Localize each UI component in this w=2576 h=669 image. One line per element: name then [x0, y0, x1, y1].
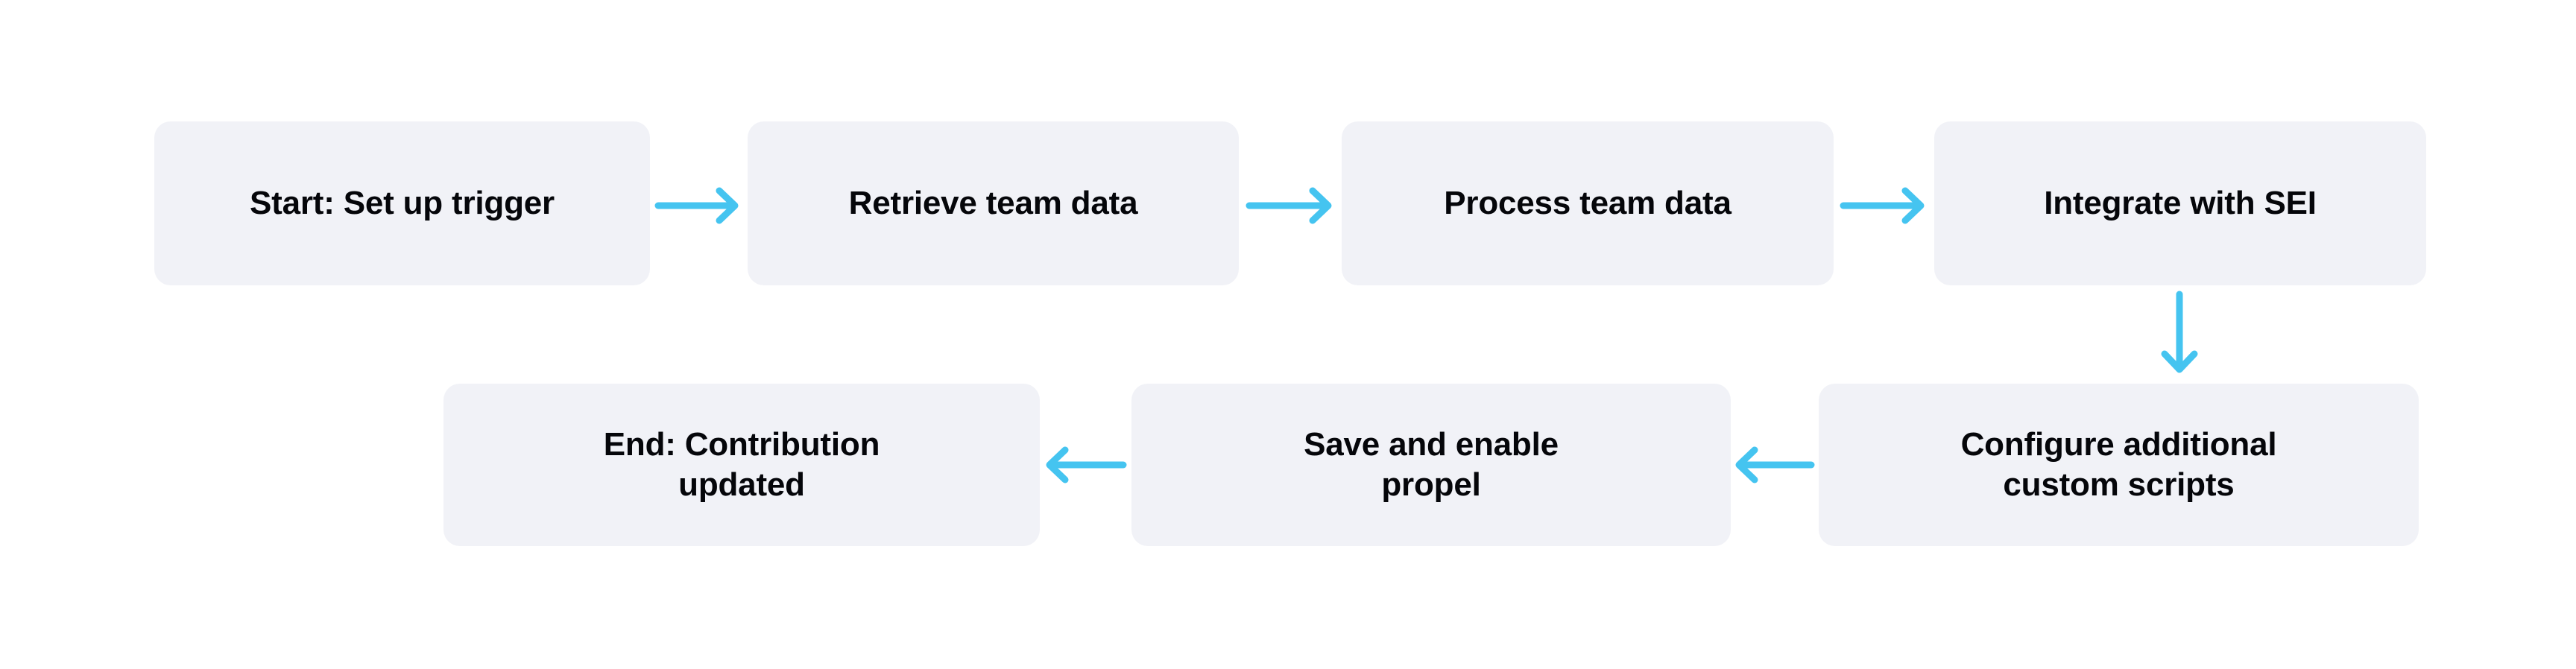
flow-node-label: Configure additional custom scripts [1960, 426, 2277, 503]
flow-node-retrieve-team-data[interactable]: Retrieve team data [748, 121, 1239, 285]
flow-node-save-and-enable-propel[interactable]: Save and enable propel [1131, 384, 1731, 546]
flow-node-label: Integrate with SEI [2044, 185, 2317, 222]
flow-node-label: Save and enable propel [1304, 426, 1559, 503]
arrow-left-icon [1735, 446, 1815, 484]
arrow-down-icon [2160, 291, 2199, 375]
flow-node-configure-additional-custom-scripts[interactable]: Configure additional custom scripts [1819, 384, 2419, 546]
flow-node-end-contribution-updated[interactable]: End: Contribution updated [443, 384, 1040, 546]
arrow-right-icon [1246, 186, 1335, 225]
arrow-right-icon [1840, 186, 1928, 225]
flow-node-integrate-with-sei[interactable]: Integrate with SEI [1934, 121, 2426, 285]
flow-node-label: End: Contribution updated [603, 426, 880, 503]
arrow-right-icon [654, 186, 742, 225]
flow-node-label: Retrieve team data [848, 185, 1138, 222]
flow-node-label: Start: Set up trigger [250, 185, 555, 222]
flow-node-label: Process team data [1444, 185, 1731, 222]
arrow-left-icon [1046, 446, 1127, 484]
flow-node-process-team-data[interactable]: Process team data [1342, 121, 1834, 285]
flow-node-start-set-up-trigger[interactable]: Start: Set up trigger [154, 121, 650, 285]
